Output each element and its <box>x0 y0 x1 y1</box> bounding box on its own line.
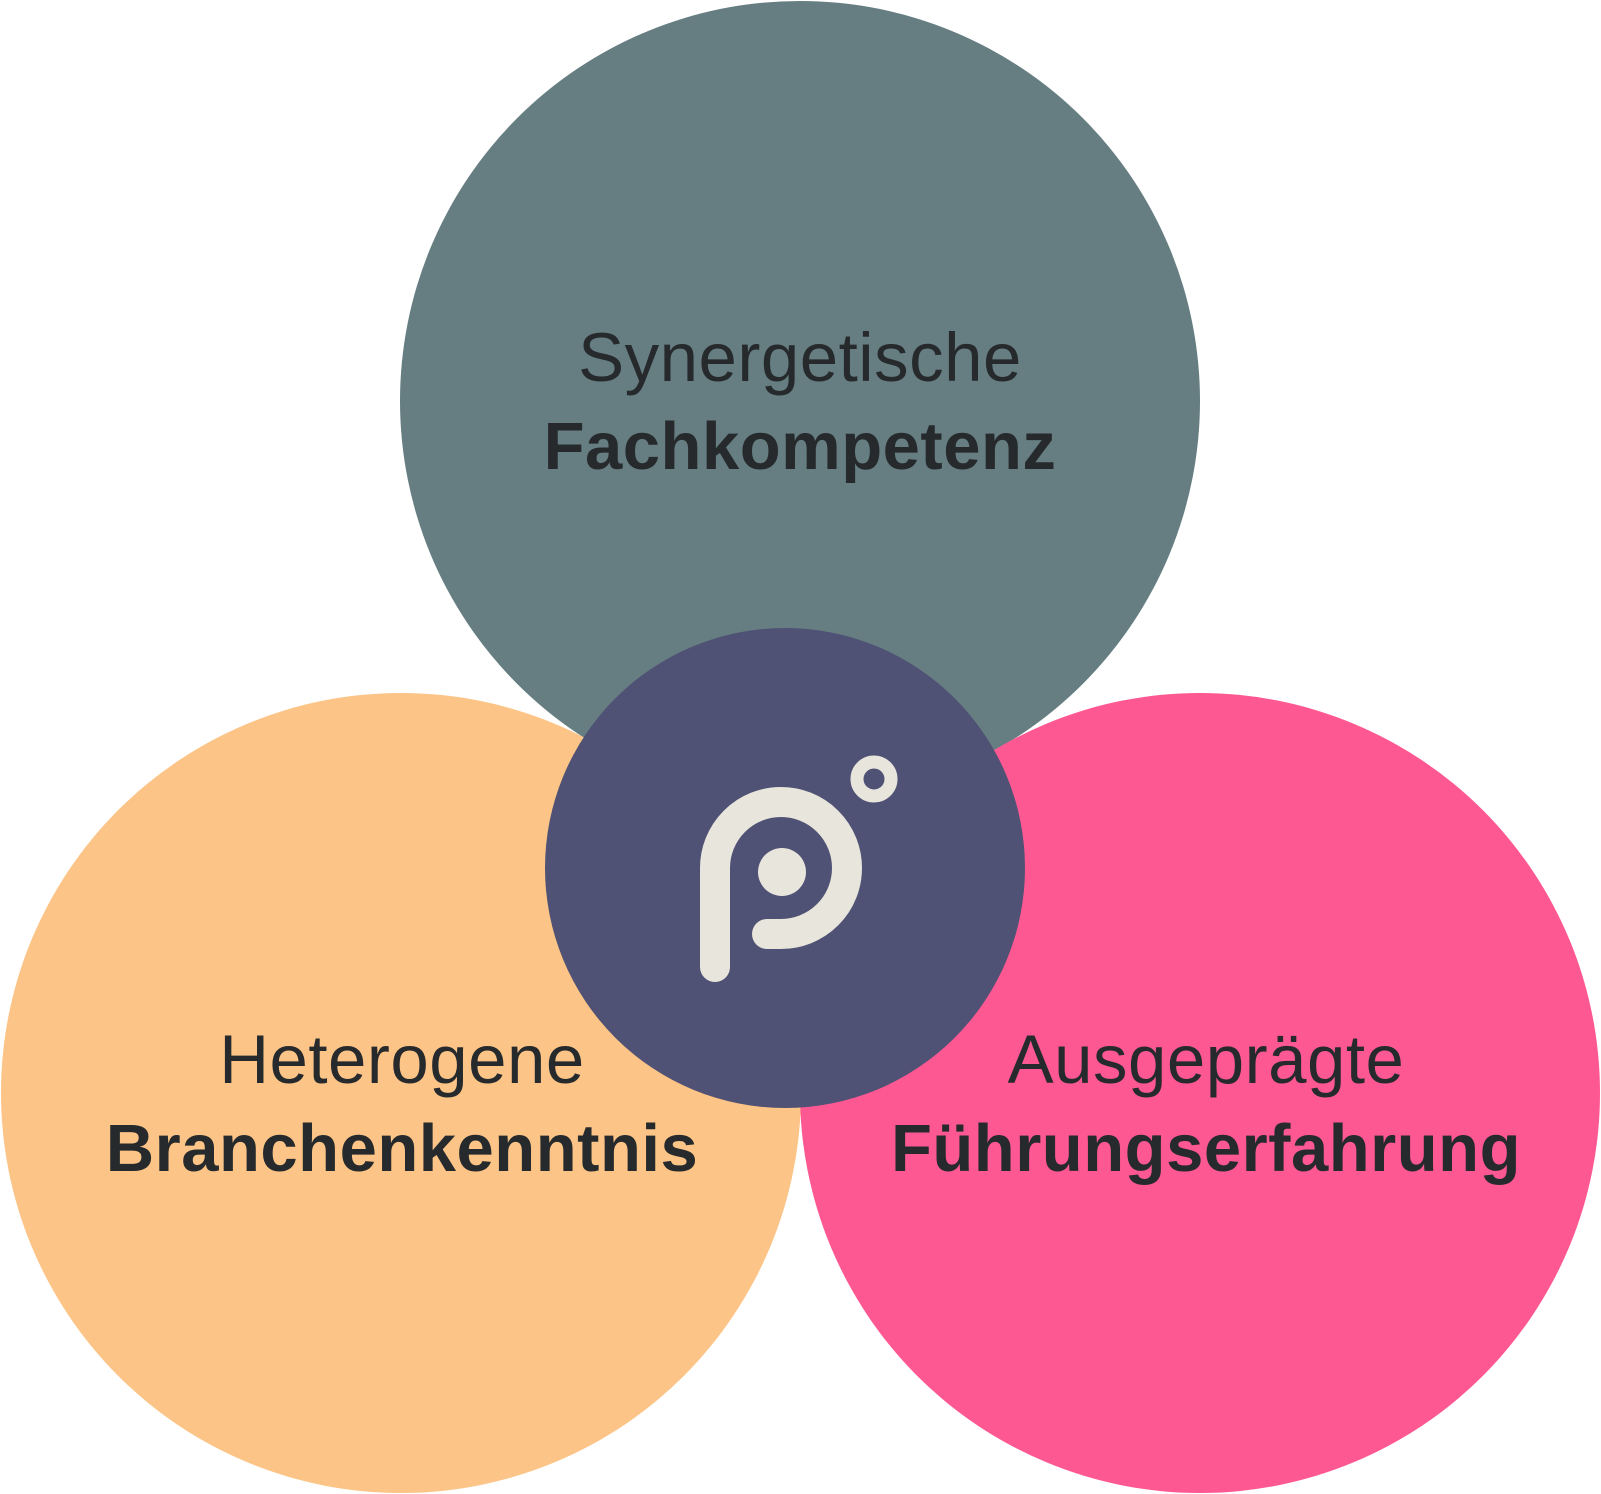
left-circle-label-line1: Heterogene <box>219 1021 585 1098</box>
left-circle-label-line2: Branchenkenntnis <box>105 1110 699 1186</box>
left-circle-label: Heterogene Branchenkenntnis <box>106 1015 699 1192</box>
right-circle-label-line1: Ausgeprägte <box>1007 1021 1405 1098</box>
p-degree-logo-icon <box>700 755 898 982</box>
top-circle-label: Synergetische Fachkompetenz <box>544 313 1057 490</box>
top-circle <box>400 1 1200 801</box>
right-circle-label: Ausgeprägte Führungserfahrung <box>891 1015 1521 1192</box>
top-circle-label-line1: Synergetische <box>578 319 1022 396</box>
top-circle-label-line2: Fachkompetenz <box>543 408 1057 484</box>
right-circle-label-line2: Führungserfahrung <box>890 1110 1522 1186</box>
